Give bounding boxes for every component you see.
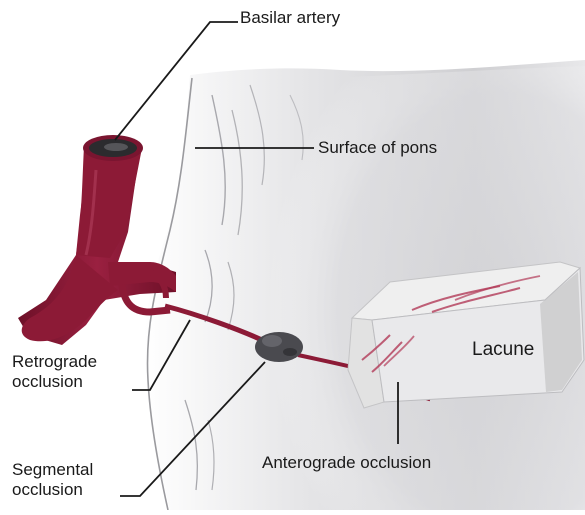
basilar-artery <box>18 135 176 345</box>
segmental-label-line1: Segmental <box>12 460 93 480</box>
lacune-label: Lacune <box>472 340 534 360</box>
segmental-label-line2: occlusion <box>12 480 93 500</box>
retrograde-occlusion-label: Retrograde occlusion <box>12 352 97 392</box>
retrograde-label-line1: Retrograde <box>12 352 97 372</box>
surface-of-pons-label: Surface of pons <box>318 138 437 158</box>
anterograde-occlusion-label: Anterograde occlusion <box>262 453 431 473</box>
basilar-artery-label: Basilar artery <box>240 8 340 28</box>
segmental-occlusion-label: Segmental occlusion <box>12 460 93 500</box>
occlusion-clot <box>255 332 303 362</box>
retrograde-label-line2: occlusion <box>12 372 97 392</box>
